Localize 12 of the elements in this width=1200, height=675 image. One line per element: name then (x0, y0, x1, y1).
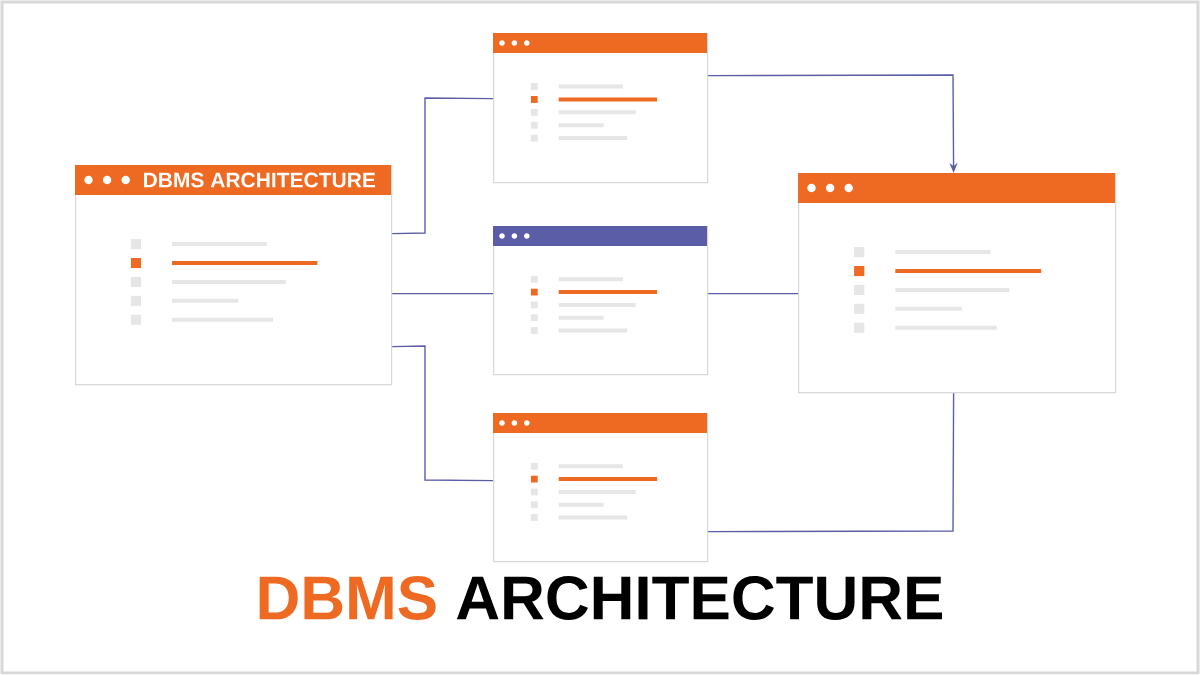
connector-line (707, 392, 955, 533)
browser-window (493, 413, 709, 563)
connector-line (391, 97, 494, 235)
browser-window (75, 165, 393, 386)
connector-line (391, 345, 494, 482)
browser-window (493, 226, 709, 376)
connector-line (391, 292, 494, 295)
window-title: DBMS ARCHITECTURE (144, 172, 376, 188)
page-title: DBMS ARCHITECTURE (259, 576, 942, 620)
connector-line (707, 292, 799, 295)
browser-window (493, 33, 709, 184)
browser-window (798, 173, 1117, 394)
